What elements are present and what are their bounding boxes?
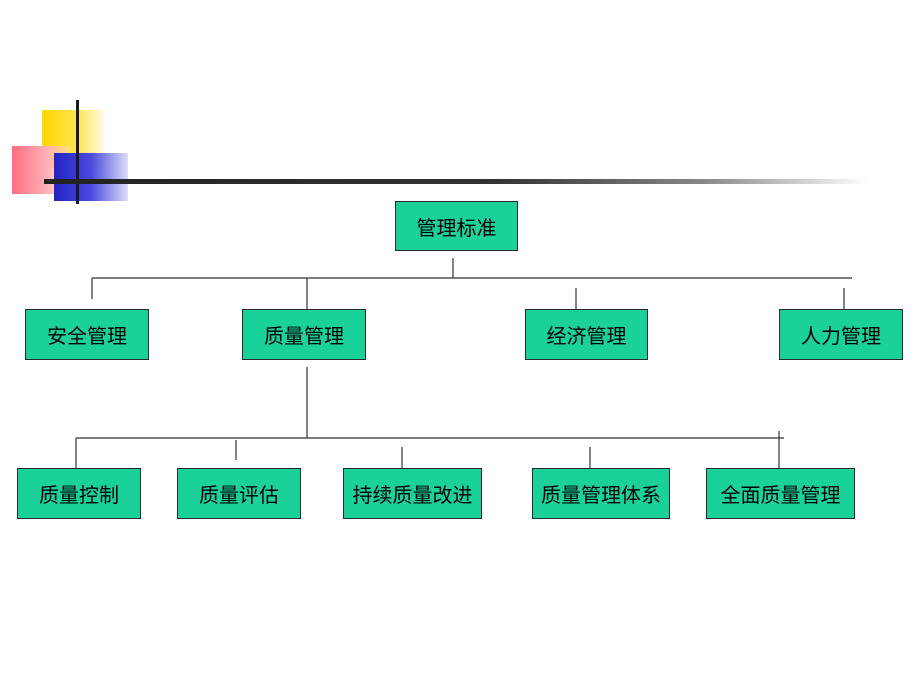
node-root: 管理标准: [395, 201, 518, 251]
node-quality-control: 质量控制: [17, 468, 141, 519]
node-hr-management: 人力管理: [779, 309, 903, 360]
node-quality-system: 质量管理体系: [532, 468, 670, 519]
decor-vertical-line: [76, 100, 79, 204]
decor-horizontal-line: [44, 179, 868, 184]
node-economic-management: 经济管理: [525, 309, 648, 360]
node-total-quality-management: 全面质量管理: [706, 468, 855, 519]
node-safety-management: 安全管理: [25, 309, 149, 360]
node-quality-management: 质量管理: [242, 309, 366, 360]
node-continuous-improvement: 持续质量改进: [343, 468, 482, 519]
node-quality-evaluation: 质量评估: [177, 468, 301, 519]
decor-blue-square: [54, 153, 128, 201]
